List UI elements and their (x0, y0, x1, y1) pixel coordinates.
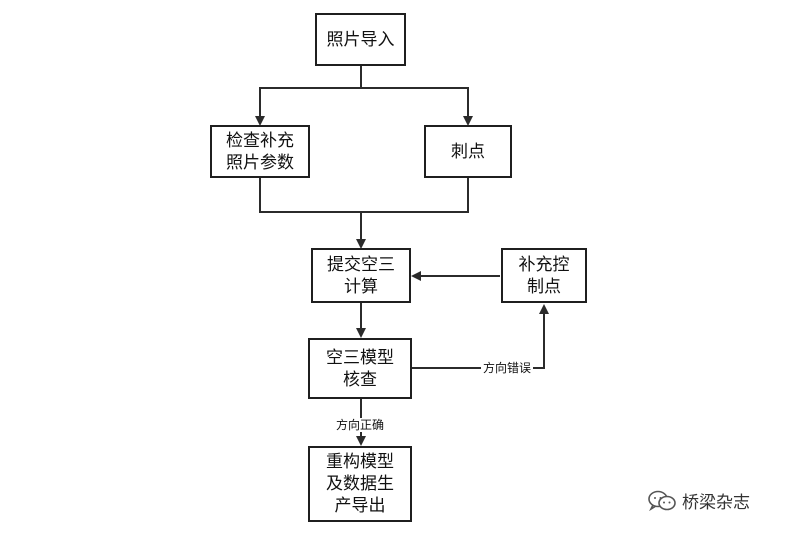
node-tie-points: 刺点 (424, 125, 512, 178)
edge-import-split (255, 65, 362, 126)
node-check-params: 检查补充 照片参数 (210, 125, 310, 178)
node-model-check: 空三模型 核查 (308, 338, 412, 399)
watermark: 桥梁杂志 (648, 488, 750, 513)
edge-check-control (412, 304, 549, 369)
label-wrong-direction: 方向错误 (481, 361, 534, 375)
edge-check-merge (259, 177, 469, 213)
wechat-icon (648, 490, 676, 512)
edge-import-tie (361, 87, 473, 126)
node-submit-aerotriangulation: 提交空三 计算 (311, 248, 411, 303)
watermark-text: 桥梁杂志 (682, 493, 750, 513)
label-correct-direction: 方向正确 (334, 418, 387, 432)
node-add-control-points: 补充控 制点 (501, 248, 587, 303)
node-photo-import: 照片导入 (315, 13, 406, 66)
node-reconstruct-export: 重构模型 及数据生 产导出 (308, 446, 412, 522)
